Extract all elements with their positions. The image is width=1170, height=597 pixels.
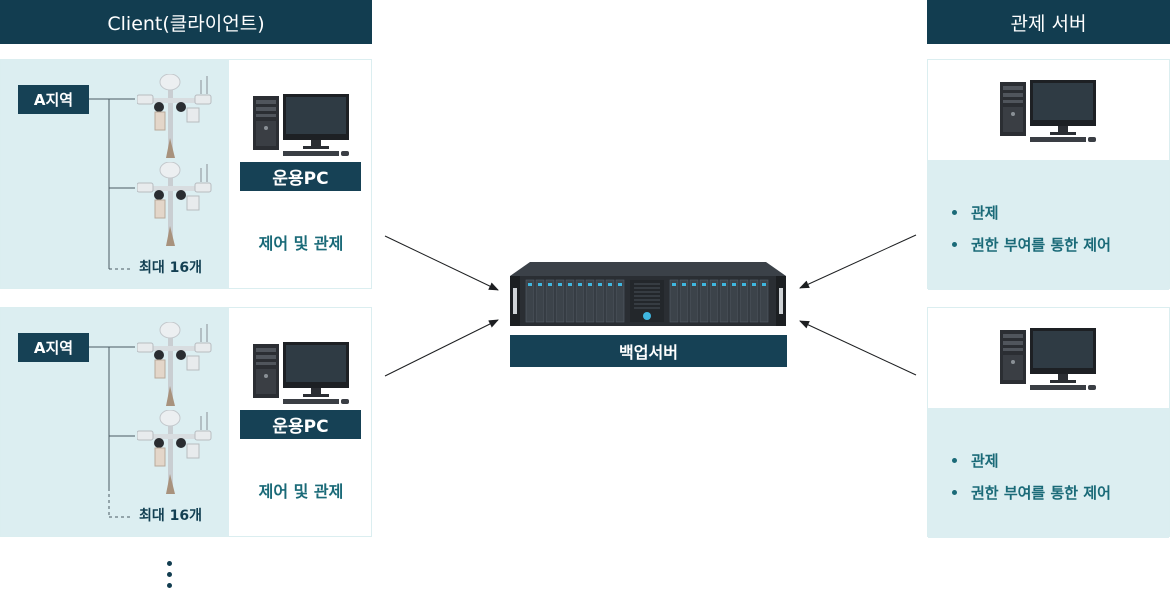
client-group-1: A지역 최대 16개 운용PC 제어 및 관제 [0, 59, 372, 289]
arrow-client2-to-server [384, 319, 499, 377]
arrow-client1-to-server [384, 235, 499, 291]
desktop-pc-icon [1000, 80, 1096, 142]
rack-server-icon [510, 262, 786, 326]
operation-pc-label: 운용PC [240, 162, 361, 191]
operation-pc-label: 운용PC [240, 410, 361, 439]
desktop-pc-icon [1000, 328, 1096, 390]
feature-item: 관제 [952, 444, 1111, 476]
control-server-box-2: 관제 권한 부여를 통한 제어 [927, 307, 1170, 538]
area-label: A지역 [18, 333, 89, 362]
control-monitoring-label: 제어 및 관제 [258, 482, 344, 501]
feature-list: 관제 권한 부여를 통한 제어 [952, 196, 1111, 260]
client-group-2: A지역 최대 16개 운용PC 제어 및 관제 [0, 307, 372, 537]
arrow-control1-to-server [799, 234, 917, 289]
control-server-header: 관제 서버 [927, 0, 1170, 44]
feature-item: 권한 부여를 통한 제어 [952, 476, 1111, 508]
control-monitoring-label: 제어 및 관제 [258, 234, 344, 253]
client-header: Client(클라이언트) [0, 0, 372, 44]
area-connector-lines [89, 98, 135, 270]
control-server-box-1: 관제 권한 부여를 통한 제어 [927, 59, 1170, 290]
backup-server-label: 백업서버 [510, 335, 787, 367]
feature-list: 관제 권한 부여를 통한 제어 [952, 444, 1111, 508]
control-box-tint [928, 408, 1169, 538]
max-count-label: 최대 16개 [139, 508, 202, 524]
area-connector-lines [89, 346, 135, 518]
feature-item: 관제 [952, 196, 1111, 228]
arrow-control2-to-server [799, 320, 917, 376]
feature-item: 권한 부여를 통한 제어 [952, 228, 1111, 260]
area-label: A지역 [18, 85, 89, 114]
max-count-label: 최대 16개 [139, 260, 202, 276]
more-groups-ellipsis [167, 561, 173, 594]
control-box-tint [928, 160, 1169, 290]
